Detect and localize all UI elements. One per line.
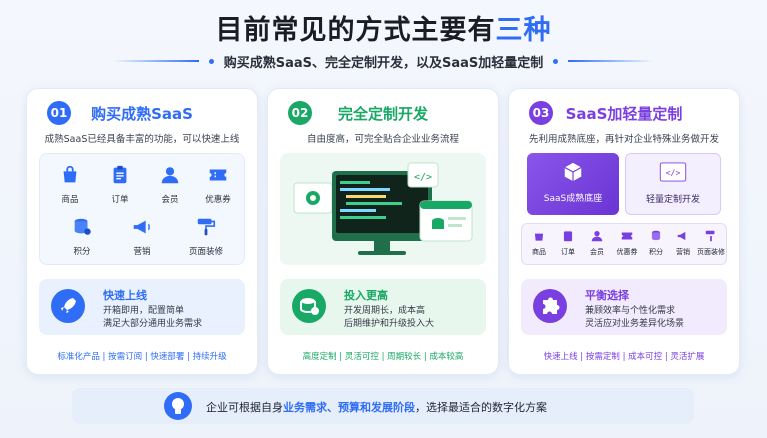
info-title: 快速上线 [103,289,147,302]
card-description: 成熟SaaS已经具备丰富的功能，可以快速上线 [44,134,240,145]
card-footer: 标准化产品 | 按需订阅 | 快速部署 | 持续升级 [57,352,227,362]
mini-feature-row: 商品 订单 会员 优惠券 积分 营销 页面装修 [521,223,727,265]
coins-icon [74,218,91,235]
saas-base-label: SaaS成熟底座 [543,194,603,204]
cube-icon [564,162,582,182]
page-title: 目前常见的方式主要有三种 [215,15,552,46]
bag-icon [534,233,544,241]
feature-item: 商品 [48,164,92,205]
rocket-icon [51,289,85,323]
info-line: 开箱即用，配置简单 [103,306,185,316]
custom-dev-block: </> 轻量定制开发 [625,153,721,215]
paint-roller-icon [197,218,216,236]
paint-roller-icon [705,230,715,242]
feature-item: 积分 [60,216,104,257]
code-window-icon: </> [659,162,687,182]
clipboard-icon [563,231,573,242]
info-line: 满足大部分通用业务需求 [103,319,203,329]
info-box: 平衡选择 兼顾效率与个性化需求 灵活应对业务差异化场景 [521,279,727,335]
info-box: 快速上线 开箱即用，配置简单 满足大部分通用业务需求 [39,279,245,335]
user-icon [161,167,179,184]
subtitle-dot-left [208,58,214,64]
info-title: 平衡选择 [585,289,629,302]
card-description: 先利用成熟底座，再针对企业特殊业务做开发 [528,134,719,145]
info-line: 后期维护和升级投入大 [344,319,435,329]
coins-icon [651,230,661,241]
card-custom: 02 完全定制开发 自由度高，可完全贴合企业业务流程 </> [267,88,499,375]
puzzle-illustration: SaaS成熟底座 </> 轻量定制开发 商品 订单 会员 优惠券 积分 营销 页… [521,153,727,265]
card-title: 完全定制开发 [337,105,428,123]
mini-feature: 会员 [584,228,610,257]
subtitle-divider-right [568,60,655,62]
custom-dev-label: 轻量定制开发 [645,195,700,205]
mini-feature: 营销 [671,228,695,257]
coins-stack-icon [292,289,326,323]
feature-item: 页面装修 [184,216,228,257]
page-subtitle: 购买成熟SaaS、完全定制开发，以及SaaS加轻量定制 [223,55,544,71]
bag-icon [63,165,77,183]
card-title: SaaS加轻量定制 [565,105,683,123]
info-line: 开发周期长，成本高 [344,306,426,316]
card-saas-plus-custom: 03 SaaS加轻量定制 先利用成熟底座，再针对企业特殊业务做开发 SaaS成熟… [508,88,740,375]
info-line: 灵活应对业务差异化场景 [585,319,685,329]
mini-feature: 订单 [555,228,581,257]
puzzle-icon [533,289,567,323]
card-number-badge: 03 [529,101,553,125]
card-number-badge: 02 [288,101,312,125]
megaphone-icon [677,231,686,241]
ticket-icon [209,169,227,181]
feature-item: 会员 [148,164,192,205]
subtitle-divider-left [112,60,199,62]
lightbulb-icon [164,392,192,420]
feature-item: 优惠券 [196,164,240,205]
feature-item: 订单 [98,164,142,205]
svg-text:</>: </> [666,168,681,178]
mini-feature: 积分 [644,228,668,257]
conclusion-highlight: 业务需求、预算和发展阶段 [283,401,415,414]
card-description: 自由度高，可完全贴合企业业务流程 [306,134,459,145]
card-saas: 01 购买成熟SaaS 成熟SaaS已经具备丰富的功能，可以快速上线 商品 订单… [26,88,258,375]
feature-grid: 商品 订单 会员 优惠券 积分 营销 页面装修 [39,153,245,265]
monitor-code-illustration: </> [293,162,473,255]
clipboard-icon [113,165,127,184]
svg-text:</>: </> [414,172,432,183]
mini-feature: 优惠券 [613,228,641,257]
info-box: 投入更高 开发周期长，成本高 后期维护和升级投入大 [280,279,486,335]
saas-base-block: SaaS成熟底座 [527,153,619,215]
info-line: 兼顾效率与个性化需求 [585,306,676,316]
title-highlight: 三种 [495,15,552,46]
megaphone-icon [133,220,150,234]
conclusion-bar: 企业可根据自身业务需求、预算和发展阶段，选择最适合的数字化方案 [72,388,694,424]
dev-illustration: </> [280,153,486,265]
card-title: 购买成熟SaaS [91,105,193,123]
conclusion-text: 企业可根据自身业务需求、预算和发展阶段，选择最适合的数字化方案 [206,401,547,414]
subtitle-row: 购买成熟SaaS、完全定制开发，以及SaaS加轻量定制 [0,52,767,71]
card-footer: 快速上线 | 按需定制 | 成本可控 | 灵活扩展 [543,352,705,362]
card-number-badge: 01 [47,101,71,125]
subtitle-dot-right [553,58,559,64]
card-footer: 高度定制 | 灵活可控 | 周期较长 | 成本较高 [302,352,464,362]
mini-feature: 商品 [526,228,552,257]
feature-item: 营销 [120,216,164,257]
mini-feature: 页面装修 [696,228,726,257]
info-title: 投入更高 [344,289,388,302]
ticket-icon [621,232,633,240]
user-icon [591,231,603,242]
